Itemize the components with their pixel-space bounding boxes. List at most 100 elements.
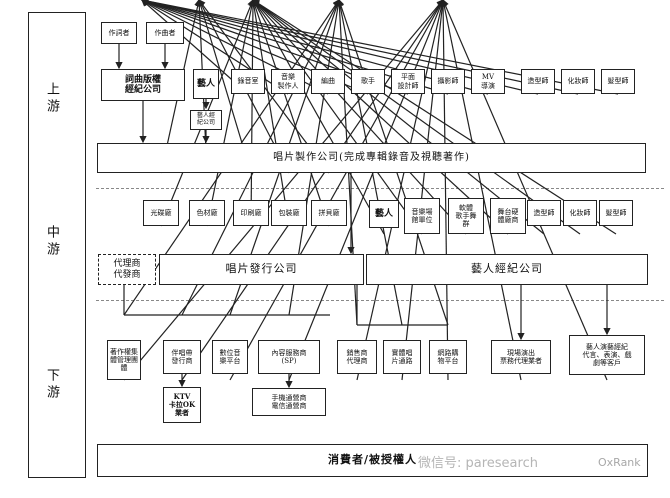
dance-troupe-label: 軟體 歌手舞 群	[455, 203, 477, 229]
content-provider-box: 內容服務商 (SP)	[258, 340, 320, 374]
connector	[250, 0, 290, 227]
connector	[442, 0, 608, 381]
mid-hair-label: 髮型師	[605, 208, 627, 217]
distributor-label: 唱片發行公司	[225, 262, 298, 276]
composer-box: 作曲者	[146, 22, 184, 44]
photographer-box: 攝影師	[431, 69, 465, 94]
composer-label: 作曲者	[154, 28, 176, 37]
digital-platform-box: 數位音 樂平台	[212, 340, 248, 374]
connector	[141, 0, 249, 95]
digital-platform-label: 數位音 樂平台	[219, 348, 241, 365]
artist-mgmt-label: 藝人經紀公司	[471, 262, 543, 276]
other-factory-label: 拼貝廠	[318, 208, 340, 217]
connector	[140, 0, 579, 95]
mid-artist-box: 藝人	[369, 200, 399, 228]
music-venue-label: 音樂場 館單位	[411, 207, 433, 224]
singer-label: 歌手	[361, 77, 375, 86]
upstream-makeup-label: 化妝師	[567, 77, 589, 86]
music-venue-box: 音樂場 館單位	[404, 198, 440, 234]
content-provider-label: 內容服務商 (SP)	[271, 348, 307, 365]
publisher-box: 詞曲版權 經紀公司	[101, 69, 185, 101]
connector	[206, 0, 256, 227]
connector	[252, 0, 467, 235]
color-print-label: 色材廠	[196, 208, 218, 217]
record-company-box: 唱片製作公司(完成專輯錄音及視聽著作)	[97, 143, 646, 173]
connector	[401, 0, 446, 381]
lyricist-box: 作詞者	[101, 22, 137, 44]
retailer-box: 銷售商 代理商	[337, 340, 377, 374]
endorsement-label: 藝人演藝經紀 代言、表演、戲 劇等客戶	[582, 342, 632, 368]
distributor-box: 唱片發行公司	[159, 254, 364, 285]
lyricist-label: 作詞者	[108, 28, 130, 37]
mid-artist-label: 藝人	[374, 208, 393, 219]
wechat-watermark: 微信号: paresearch	[418, 456, 538, 471]
music-producer-box: 音樂 製作人	[271, 69, 305, 94]
copyright-org-box: 著作權集 體管理團 體	[107, 340, 141, 380]
ktv-label: KTV 卡拉OK 業者	[168, 391, 196, 418]
connector	[252, 0, 509, 235]
color-print-box: 色材廠	[189, 200, 225, 226]
mid-makeup-label: 化妝師	[569, 208, 591, 217]
ktv-box: KTV 卡拉OK 業者	[163, 387, 201, 423]
stage-column	[28, 12, 86, 478]
connector	[252, 0, 545, 235]
dance-troupe-box: 軟體 歌手舞 群	[448, 198, 484, 234]
stage-lighting-label: 舞台硬 體廠商	[497, 207, 519, 224]
connector	[356, 0, 446, 381]
live-agent-box: 現場演出 票務代理業者	[491, 340, 551, 374]
online-store-label: 網路購 物平台	[437, 348, 459, 365]
connector	[229, 0, 444, 381]
upstream-artist-label: 藝人	[196, 78, 215, 89]
publisher-label: 詞曲版權 經紀公司	[124, 74, 161, 95]
artist-agency-note-label: 藝人經 紀公司	[196, 112, 215, 126]
karaoke-distributor-box: 伴唱帶 發行商	[163, 340, 201, 374]
brand-watermark: OxRank	[598, 456, 641, 469]
printing-box: 印刷廠	[233, 200, 269, 226]
studio-box: 錄音室	[231, 69, 265, 94]
stage-midstream-label: 中游	[44, 225, 59, 259]
mv-director-label: MV 導演	[481, 73, 495, 90]
artist-mgmt-box: 藝人經紀公司	[366, 254, 648, 285]
artist-agency-note-box: 藝人經 紀公司	[190, 110, 222, 130]
music-producer-label: 音樂 製作人	[277, 73, 299, 90]
connector	[440, 0, 522, 381]
physical-store-label: 實體唱 片通路	[391, 348, 413, 365]
record-company-label: 唱片製作公司(完成專輯錄音及視聽著作)	[273, 152, 470, 164]
karaoke-distributor-label: 伴唱帶 發行商	[171, 348, 193, 365]
connector	[288, 0, 445, 381]
connector	[252, 0, 385, 235]
studio-label: 錄音室	[237, 77, 259, 86]
telecom-box: 手機通營商 電信通營商	[252, 388, 326, 416]
mid-stylist-box: 造型師	[527, 200, 561, 226]
disc-factory-box: 光碟廠	[143, 200, 179, 226]
arranger-label: 編曲	[321, 77, 335, 86]
upstream-stylist-label: 造型師	[527, 77, 549, 86]
agent-box: 代理商 代發商	[98, 254, 156, 285]
connector	[181, 0, 444, 381]
packaging-box: 包裝廠	[271, 200, 307, 226]
mv-director-box: MV 導演	[471, 69, 505, 94]
singer-box: 歌手	[351, 69, 385, 94]
photographer-label: 攝影師	[437, 77, 459, 86]
graphic-designer-label: 平面 設計師	[397, 73, 419, 90]
connector	[249, 0, 257, 227]
telecom-label: 手機通營商 電信通營商	[271, 393, 307, 410]
graphic-designer-box: 平面 設計師	[391, 69, 425, 94]
upstream-hair-label: 髮型師	[607, 77, 629, 86]
stage-lighting-box: 舞台硬 體廠商	[490, 198, 526, 234]
upstream-makeup-box: 化妝師	[561, 69, 595, 94]
upstream-stylist-box: 造型師	[521, 69, 555, 94]
connector	[123, 0, 444, 381]
arranger-box: 編曲	[311, 69, 345, 94]
separator-upper	[96, 188, 664, 189]
online-store-box: 網路購 物平台	[429, 340, 467, 374]
agent-label: 代理商 代發商	[113, 259, 141, 280]
other-factory-box: 拼貝廠	[311, 200, 347, 226]
upstream-artist-box: 藝人	[193, 69, 219, 99]
connector	[252, 0, 423, 235]
retailer-label: 銷售商 代理商	[346, 348, 368, 365]
consumer-label: 消費者/被授權人	[327, 453, 418, 467]
physical-store-box: 實體唱 片通路	[383, 340, 421, 374]
